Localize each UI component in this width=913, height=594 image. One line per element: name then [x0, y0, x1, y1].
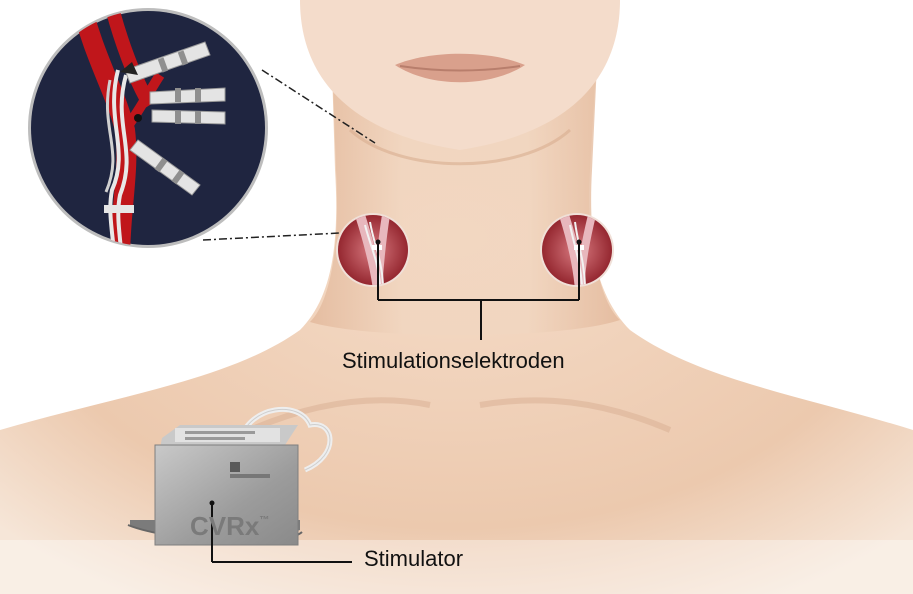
stimulator-label: Stimulator: [364, 546, 463, 572]
device-trademark: ™: [259, 515, 269, 526]
callout-line-lower: [203, 233, 340, 240]
electrodes-label: Stimulationselektroden: [342, 348, 565, 374]
inset-magnified-view: [28, 0, 268, 260]
device-brand: CVRx: [190, 511, 260, 541]
device-brand-text: CVRx™: [190, 511, 269, 541]
